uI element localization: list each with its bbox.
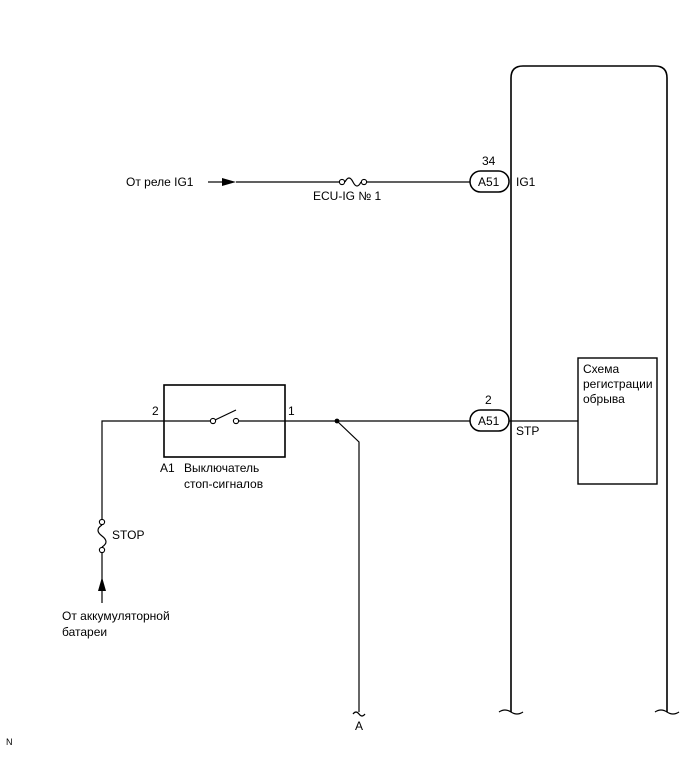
connector-a51-top-name: A51 [478,175,500,189]
detection-circuit-line3: обрыва [583,392,625,406]
relay-source-label: От реле IG1 [126,175,194,189]
stop-switch-contact-left [209,417,217,425]
battery-source-line2: батареи [62,625,107,639]
connector-a51-top [469,170,510,193]
ecu-break-right [654,709,680,715]
wire-branch-a [336,420,360,712]
connector-a51-bottom-signal: STP [516,424,539,438]
battery-arrow-head [98,577,106,591]
stop-switch-pin-right: 1 [288,404,295,418]
corner-mark: N [6,737,13,747]
stop-switch-name-line2: стоп-сигналов [184,477,263,491]
detection-circuit-line2: регистрации [583,377,653,391]
fuse-stop-label: STOP [112,528,144,542]
stop-switch-name-line1: Выключатель [184,461,259,475]
fuse-stop-icon [97,524,107,548]
fuse-ecu-icon [344,177,362,187]
connector-a51-top-signal: IG1 [516,175,536,189]
connector-a51-bottom-name: A51 [478,414,500,428]
wire-stop-upper [101,420,164,519]
fuse-stop-terminal-top [98,518,106,526]
detection-circuit-line1: Схема [583,362,619,376]
ecu-break-left [498,709,524,715]
branch-a-label: A [355,719,363,733]
fuse-ecu-label: ECU-IG № 1 [313,189,382,203]
connector-a51-bottom [469,409,510,432]
connector-a51-bottom-pin: 2 [485,393,492,407]
stop-switch-code: A1 [160,461,175,475]
fuse-ecu-terminal-right [360,178,368,186]
branch-a-break-icon [352,711,366,717]
relay-arrow-head [222,178,236,186]
detection-circuit-box [577,357,658,485]
ecu-body-outline [510,65,668,712]
fuse-ecu-terminal-left [338,178,346,186]
stop-switch-blade [214,409,237,421]
fuse-stop-terminal-bottom [98,546,106,554]
stop-switch-pin-left: 2 [152,404,159,418]
stop-switch-contact-right [232,417,240,425]
battery-source-line1: От аккумуляторной [62,609,170,623]
connector-a51-top-pin: 34 [482,154,496,168]
